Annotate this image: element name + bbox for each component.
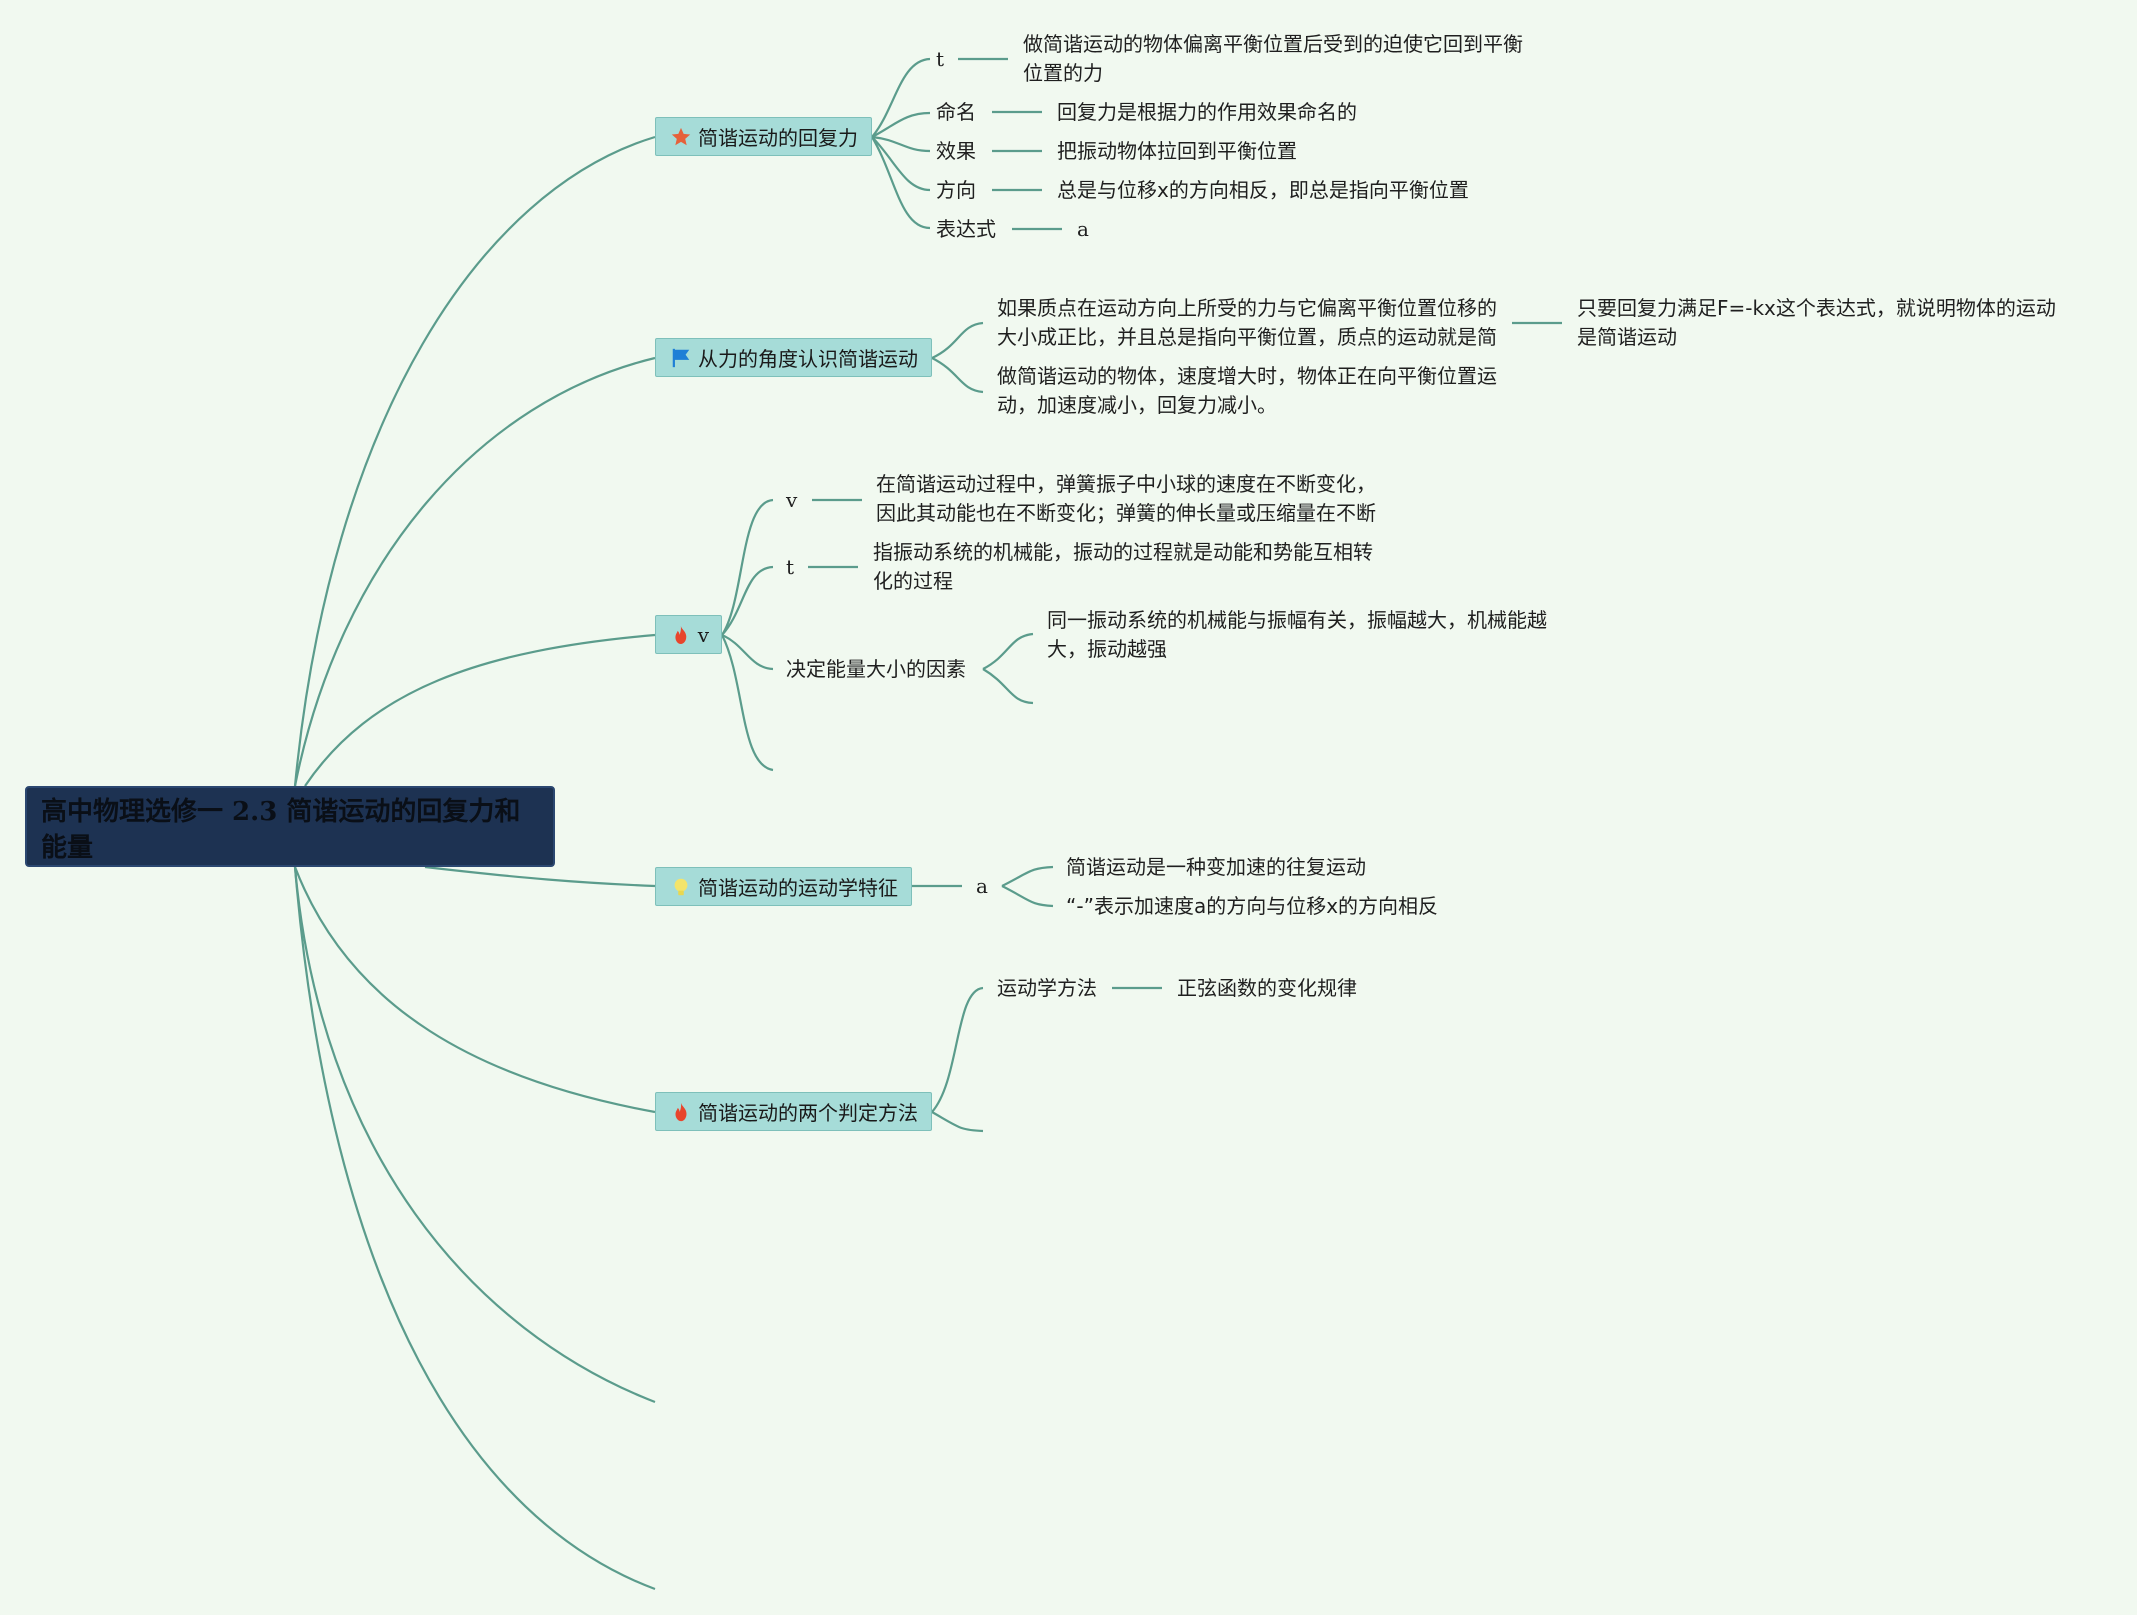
b1-key-expression[interactable]: 表达式	[936, 217, 996, 241]
flag-icon	[672, 348, 690, 367]
edge-b3-factor	[721, 633, 774, 671]
b1-key-effect[interactable]: 效果	[936, 139, 976, 163]
b3-value-v[interactable]: 在简谐运动过程中，弹簧振子中小球的速度在不断变化，因此其动能也在不断变化；弹簧的…	[876, 472, 1376, 525]
edge-b3-empty	[721, 634, 774, 772]
b3-key-v[interactable]: v	[786, 488, 798, 512]
branch-judgement-methods[interactable]: 简谐运动的两个判定方法	[655, 1092, 932, 1131]
edge-b4-item1	[1001, 865, 1054, 887]
b1-key-direction[interactable]: 方向	[936, 178, 976, 202]
b1-value-direction[interactable]: 总是与位移x的方向相反，即总是指向平衡位置	[1057, 178, 1469, 202]
branch-restoring-force[interactable]: 简谐运动的回复力	[655, 117, 872, 156]
edge-root-branch4	[424, 865, 656, 888]
edge-root-empty2	[293, 866, 656, 1591]
branch-label: 简谐运动的运动学特征	[698, 876, 898, 900]
b1-value-expression[interactable]: a	[1077, 217, 1089, 241]
edge-b1-effect	[871, 135, 931, 153]
branch-label: 简谐运动的回复力	[698, 126, 858, 150]
b1-value-t[interactable]: 做简谐运动的物体偏离平衡位置后受到的迫使它回到平衡位置的力	[1023, 32, 1523, 85]
branch-force-view[interactable]: 从力的角度认识简谐运动	[655, 338, 932, 377]
branch-label: 从力的角度认识简谐运动	[698, 347, 918, 371]
b1-key-name[interactable]: 命名	[936, 100, 976, 124]
b4-key-a[interactable]: a	[976, 874, 988, 898]
fire-icon	[675, 1102, 687, 1121]
b3-value-t[interactable]: 指振动系统的机械能，振动的过程就是动能和势能互相转化的过程	[873, 540, 1373, 593]
edge-b2-item2	[931, 357, 984, 394]
b5-value-kinematic-method[interactable]: 正弦函数的变化规律	[1177, 976, 1357, 1000]
edge-root-branch3	[304, 633, 656, 787]
fire-icon	[675, 625, 687, 644]
edge-b1-name	[871, 111, 931, 138]
b1-value-effect[interactable]: 把振动物体拉回到平衡位置	[1057, 139, 1297, 163]
edge-b1-t	[871, 57, 931, 138]
b1-key-t[interactable]: t	[936, 47, 945, 71]
edge-b3-t	[721, 565, 774, 636]
branch-label: v	[697, 622, 709, 647]
bulb-icon	[674, 878, 688, 895]
edge-b5-method	[931, 986, 984, 1113]
root-title: 高中物理选修一 2.3 简谐运动的回复力和能量	[41, 797, 521, 863]
edge-b3-factor-val	[982, 632, 1034, 670]
b3-value-factor[interactable]: 同一振动系统的机械能与振幅有关，振幅越大，机械能越大，振动越强	[1047, 608, 1547, 661]
branch-label: 简谐运动的两个判定方法	[698, 1101, 918, 1125]
b3-key-t[interactable]: t	[786, 555, 795, 579]
edge-b1-dir	[871, 136, 931, 192]
edge-b1-expr	[871, 136, 931, 230]
b4-item-sign[interactable]: “-”表示加速度a的方向与位移x的方向相反	[1066, 894, 1439, 918]
branch-kinematics[interactable]: 简谐运动的运动学特征	[655, 867, 912, 906]
b2-item-speed[interactable]: 做简谐运动的物体，速度增大时，物体正在向平衡位置运动，加速度减小，回复力减小。	[997, 364, 1497, 417]
branch-energy[interactable]: v	[655, 615, 722, 654]
b2-item-definition-child[interactable]: 只要回复力满足F=-kx这个表达式，就说明物体的运动是简谐运动	[1577, 296, 2056, 349]
b3-key-factor[interactable]: 决定能量大小的因素	[786, 657, 966, 681]
b2-item-definition[interactable]: 如果质点在运动方向上所受的力与它偏离平衡位置位移的大小成正比，并且总是指向平衡位…	[997, 296, 1497, 349]
edge-b3-factor-empty	[982, 668, 1034, 705]
star-icon	[671, 127, 691, 145]
edge-b2-item1	[931, 321, 984, 359]
b5-key-kinematic-method[interactable]: 运动学方法	[997, 976, 1097, 1000]
edge-root-branch2	[293, 356, 656, 787]
edge-root-branch5	[293, 866, 656, 1114]
edge-b5-empty	[931, 1111, 984, 1133]
edge-b4-item2	[1001, 885, 1054, 908]
edge-b3-v	[721, 498, 774, 636]
b4-item-variable-acceleration[interactable]: 简谐运动是一种变加速的往复运动	[1066, 855, 1366, 879]
edge-root-empty1	[293, 866, 656, 1404]
edge-root-branch1	[293, 135, 656, 787]
b1-value-name[interactable]: 回复力是根据力的作用效果命名的	[1057, 100, 1357, 124]
root-topic[interactable]: 高中物理选修一 2.3 简谐运动的回复力和能量	[25, 786, 555, 867]
